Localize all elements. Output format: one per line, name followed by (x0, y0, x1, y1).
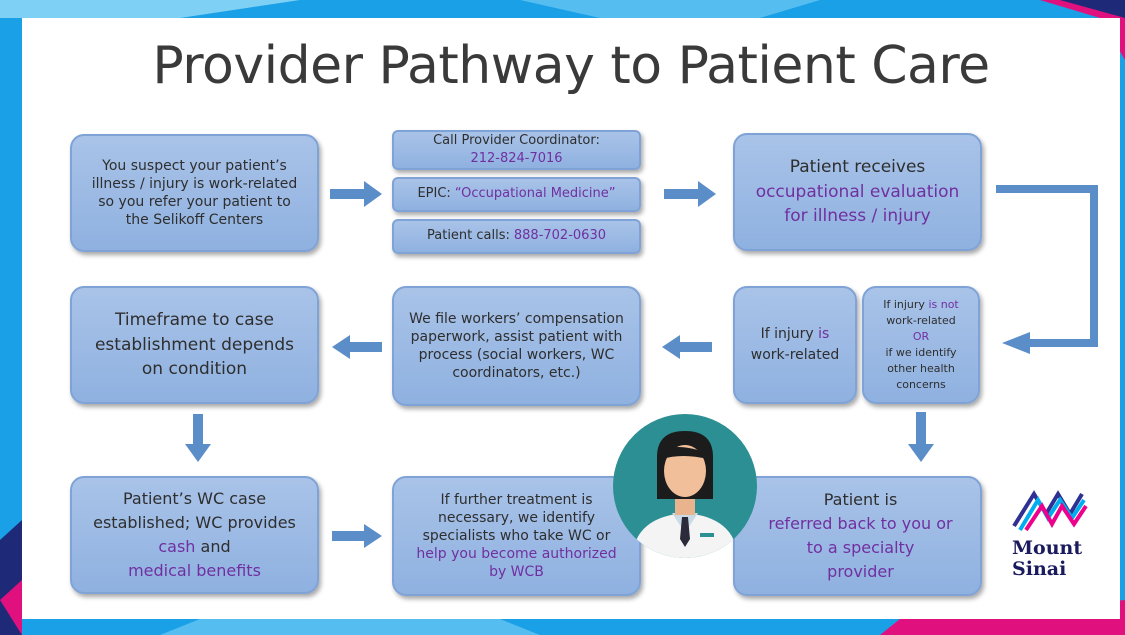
referred-prefix: Patient is (823, 490, 898, 509)
patient-calls-phone: 888-702-0630 (513, 228, 606, 244)
work-related-is: is (818, 326, 830, 342)
step-file-paperwork: We file workers’ compensation paperwork,… (392, 286, 641, 406)
step-case-established: Patient’s WC case established; WC provid… (70, 476, 319, 594)
further-text: If further treatment is necessary, we id… (422, 491, 611, 544)
further-wcb: by WCB (489, 564, 544, 581)
mount-sinai-logo-text: Mount Sinai (1012, 538, 1092, 580)
epic-label: EPIC: (417, 186, 451, 202)
mount-sinai-logo-icon (1012, 490, 1088, 532)
step-timeframe: Timeframe to case establishment depends … (70, 286, 319, 404)
not-work-prefix: If injury (883, 298, 925, 312)
step-suspect: You suspect your patient’s illness / inj… (70, 134, 319, 252)
arrow-down-2 (908, 412, 934, 462)
step-suspect-text: You suspect your patient’s illness / inj… (91, 157, 298, 229)
established-and: and (200, 537, 231, 556)
arrow-right-2 (664, 181, 716, 207)
arrow-down-1 (185, 414, 211, 462)
referred-back: referred back to you or to a specialty (768, 514, 953, 557)
arrow-left-1 (662, 335, 712, 359)
step-referred-back: Patient is referred back to you or to a … (733, 476, 982, 596)
arrow-right-3 (332, 524, 382, 548)
further-authorized: help you become authorized (416, 546, 617, 563)
not-work-related: work-related (886, 314, 956, 328)
established-text: Patient’s WC case established; WC provid… (93, 489, 296, 532)
epic-box: EPIC: “Occupational Medicine” (392, 177, 641, 212)
logo-line-2: Sinai (1012, 558, 1067, 580)
epic-value: “Occupational Medicine” (454, 186, 616, 202)
receives-line-3: for illness / injury (784, 206, 931, 227)
call-coordinator-phone: 212-824-7016 (470, 151, 563, 166)
established-cash: cash (158, 537, 196, 556)
step-work-related: If injury is work-related (733, 286, 857, 404)
work-related-prefix: If injury (760, 326, 814, 342)
not-work-other: if we identify other health concerns (885, 346, 957, 391)
file-paperwork-text: We file workers’ compensation paperwork,… (409, 310, 624, 382)
established-cash-line: cash and (158, 535, 230, 559)
timeframe-text: Timeframe to case establishment depends … (94, 310, 295, 380)
arrow-left-2 (332, 335, 382, 359)
work-related-line-1: If injury is (761, 324, 830, 345)
patient-calls-label: Patient calls: (427, 228, 510, 244)
established-benefits: medical benefits (128, 561, 261, 580)
not-work-isnot: is not (928, 298, 959, 312)
page-title: Provider Pathway to Patient Care (152, 36, 990, 96)
logo-line-1: Mount (1012, 537, 1083, 559)
patient-calls-box: Patient calls: 888-702-0630 (392, 219, 641, 254)
receives-line-1: Patient receives (789, 157, 926, 178)
step-receives-evaluation: Patient receives occupational evaluation… (733, 133, 982, 251)
work-related-suffix: work-related (750, 347, 840, 363)
call-coordinator-label: Call Provider Coordinator: (433, 133, 600, 149)
not-work-or: OR (912, 330, 930, 344)
arrow-loop-back (996, 185, 1098, 354)
doctor-avatar-icon (613, 414, 757, 558)
referred-provider: provider (827, 562, 894, 581)
arrow-right-1 (330, 181, 382, 207)
step-further-treatment: If further treatment is necessary, we id… (392, 476, 641, 596)
step-not-work-related: If injury is not work-related OR if we i… (862, 286, 980, 404)
receives-line-2: occupational evaluation (755, 181, 960, 202)
not-work-line-1: If injury is not (883, 297, 959, 313)
call-coordinator-box: Call Provider Coordinator: 212-824-7016 (392, 130, 641, 170)
